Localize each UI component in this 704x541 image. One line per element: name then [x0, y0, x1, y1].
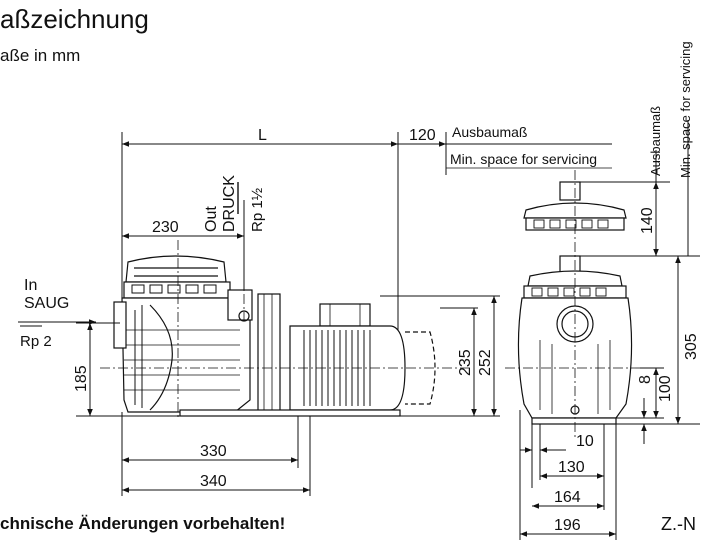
dim-305: 305 — [683, 333, 700, 360]
units-note: aße in mm — [0, 46, 81, 65]
dim-100: 100 — [657, 375, 674, 402]
page-title: aßzeichnung — [0, 4, 149, 34]
terminal-box — [319, 303, 371, 327]
front-dimensions — [18, 132, 612, 496]
rp-out-label: Rp 1½ — [249, 187, 266, 232]
dim-235: 235 — [457, 349, 474, 376]
dim-L: L — [258, 127, 267, 144]
drawing-number: Z.-N — [661, 514, 696, 534]
min-space-label: Min. space for servicing — [450, 151, 597, 167]
dim-230: 230 — [152, 219, 179, 236]
footer-note: chnische Änderungen vorbehalten! — [0, 514, 286, 533]
fan-cover — [405, 331, 436, 405]
side-center-lines — [505, 170, 640, 440]
in-label: In — [24, 277, 37, 294]
rp-in-label: Rp 2 — [20, 333, 52, 350]
dim-10: 10 — [576, 433, 594, 450]
lid-clamp-ring — [123, 281, 231, 299]
dim-252: 252 — [477, 349, 494, 376]
ausbaumass-label: Ausbaumaß — [452, 124, 527, 140]
druck-label: DRUCK — [221, 175, 238, 232]
side-ausbaumass-label: Ausbaumaß — [648, 106, 663, 176]
dim-120: 120 — [409, 127, 436, 144]
base-plate — [179, 409, 401, 417]
dim-185: 185 — [73, 365, 90, 392]
suction-nozzle — [113, 301, 127, 349]
dim-140: 140 — [639, 207, 656, 234]
side-min-space-label: Min. space for servicing — [678, 41, 693, 178]
pressure-outlet — [227, 289, 253, 321]
dim-164: 164 — [554, 489, 581, 506]
pump-flange — [257, 293, 281, 415]
dim-340: 340 — [200, 473, 227, 490]
out-label: Out — [203, 206, 220, 232]
strainer-lid — [125, 255, 227, 283]
dim-196: 196 — [554, 517, 581, 534]
dim-8: 8 — [637, 375, 654, 384]
side-dimensions — [519, 120, 700, 540]
saug-label: SAUG — [24, 295, 69, 312]
pump-front-view — [113, 255, 436, 417]
dim-330: 330 — [200, 443, 227, 460]
dim-130: 130 — [558, 459, 585, 476]
